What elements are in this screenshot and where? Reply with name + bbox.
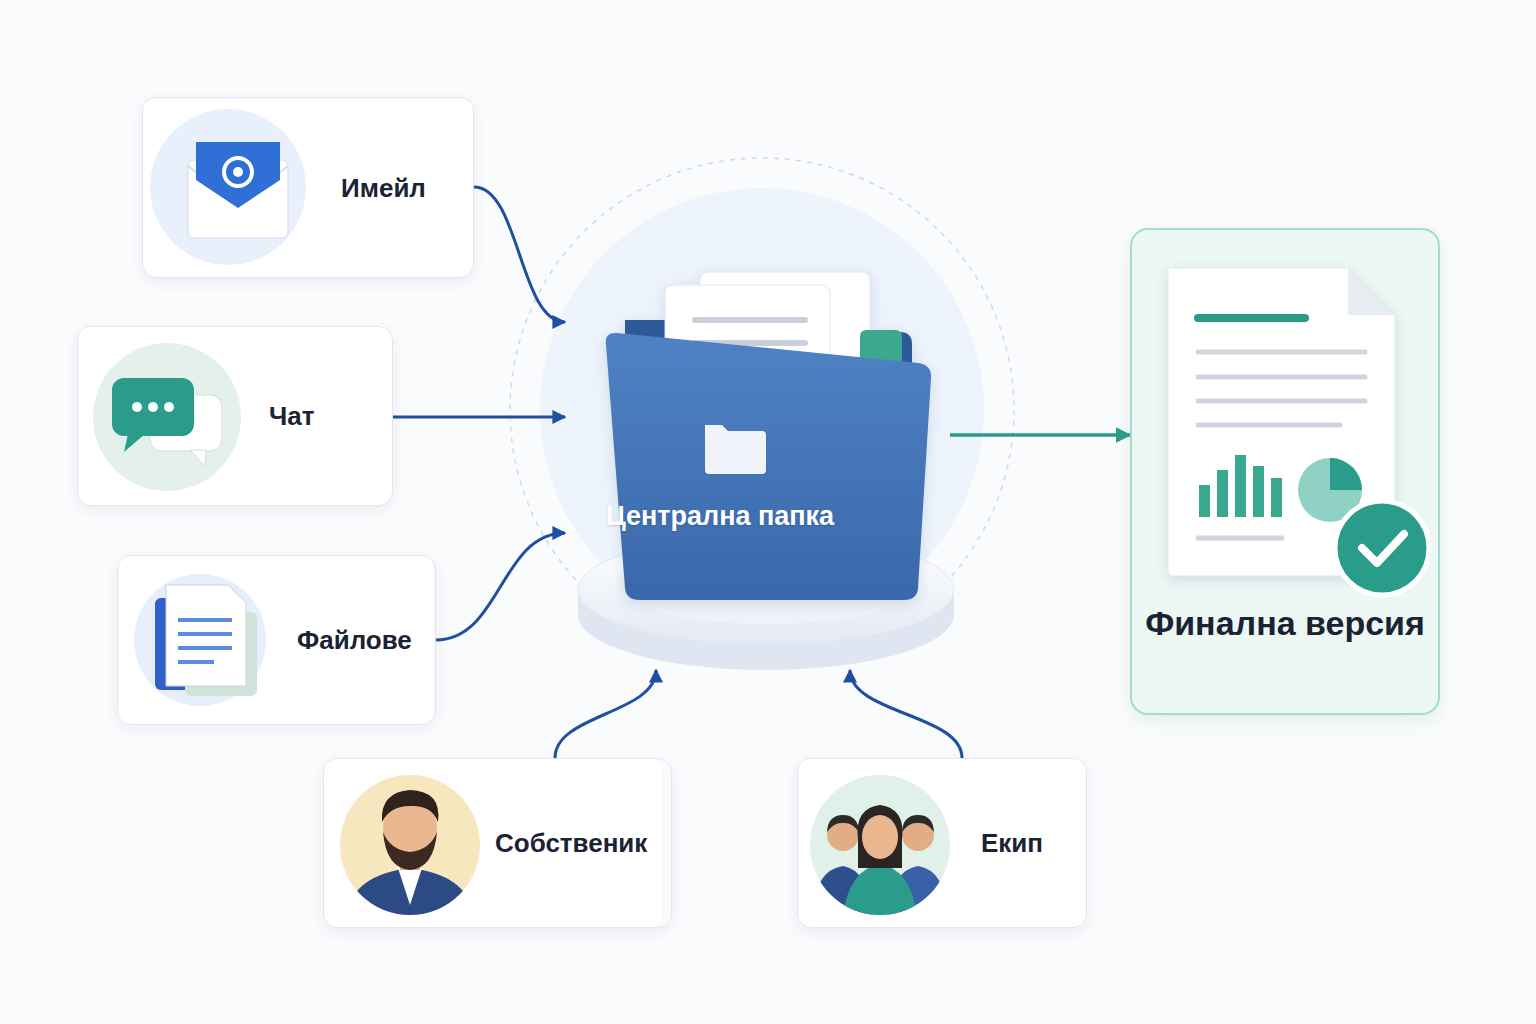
flow-arrow: [393, 416, 565, 419]
card-fill: [77, 326, 393, 506]
flow-arrow: [850, 670, 962, 758]
node-label: Екип: [981, 828, 1043, 859]
node-label: Чат: [269, 401, 314, 432]
team-avatar: [810, 775, 950, 925]
flow-arrow: [436, 533, 565, 640]
email-icon: [150, 109, 306, 265]
card-fill: [142, 97, 474, 278]
folder-icon: [606, 272, 931, 600]
flow-arrow: [474, 187, 565, 322]
person-card: Собственик: [323, 758, 672, 928]
files-icon: [134, 574, 266, 706]
chat-icon: [93, 343, 241, 491]
central-folder: Централна папка: [565, 300, 950, 670]
source-card: Файлове: [117, 555, 436, 725]
node-label: Файлове: [297, 625, 412, 656]
node-label: Имейл: [341, 172, 426, 203]
report-icon: [1168, 268, 1429, 595]
dashed-ring: [510, 158, 1014, 662]
node-label: Собственик: [495, 828, 647, 859]
owner-avatar: [340, 775, 480, 920]
card-fill: [797, 758, 1087, 928]
card-fill: [323, 758, 662, 928]
node-label: Централна папка: [605, 500, 835, 533]
team-card: Екип: [797, 758, 1087, 928]
node-label: Финална версия: [1142, 602, 1428, 645]
source-card: Чат: [77, 326, 393, 506]
flow-arrow: [555, 670, 656, 758]
final-fill: [1130, 228, 1440, 715]
source-card: Имейл: [142, 97, 474, 278]
flow-arrow: [950, 433, 1130, 437]
card-fill: [117, 555, 433, 725]
final-version-card: Финална версия: [1130, 228, 1440, 715]
